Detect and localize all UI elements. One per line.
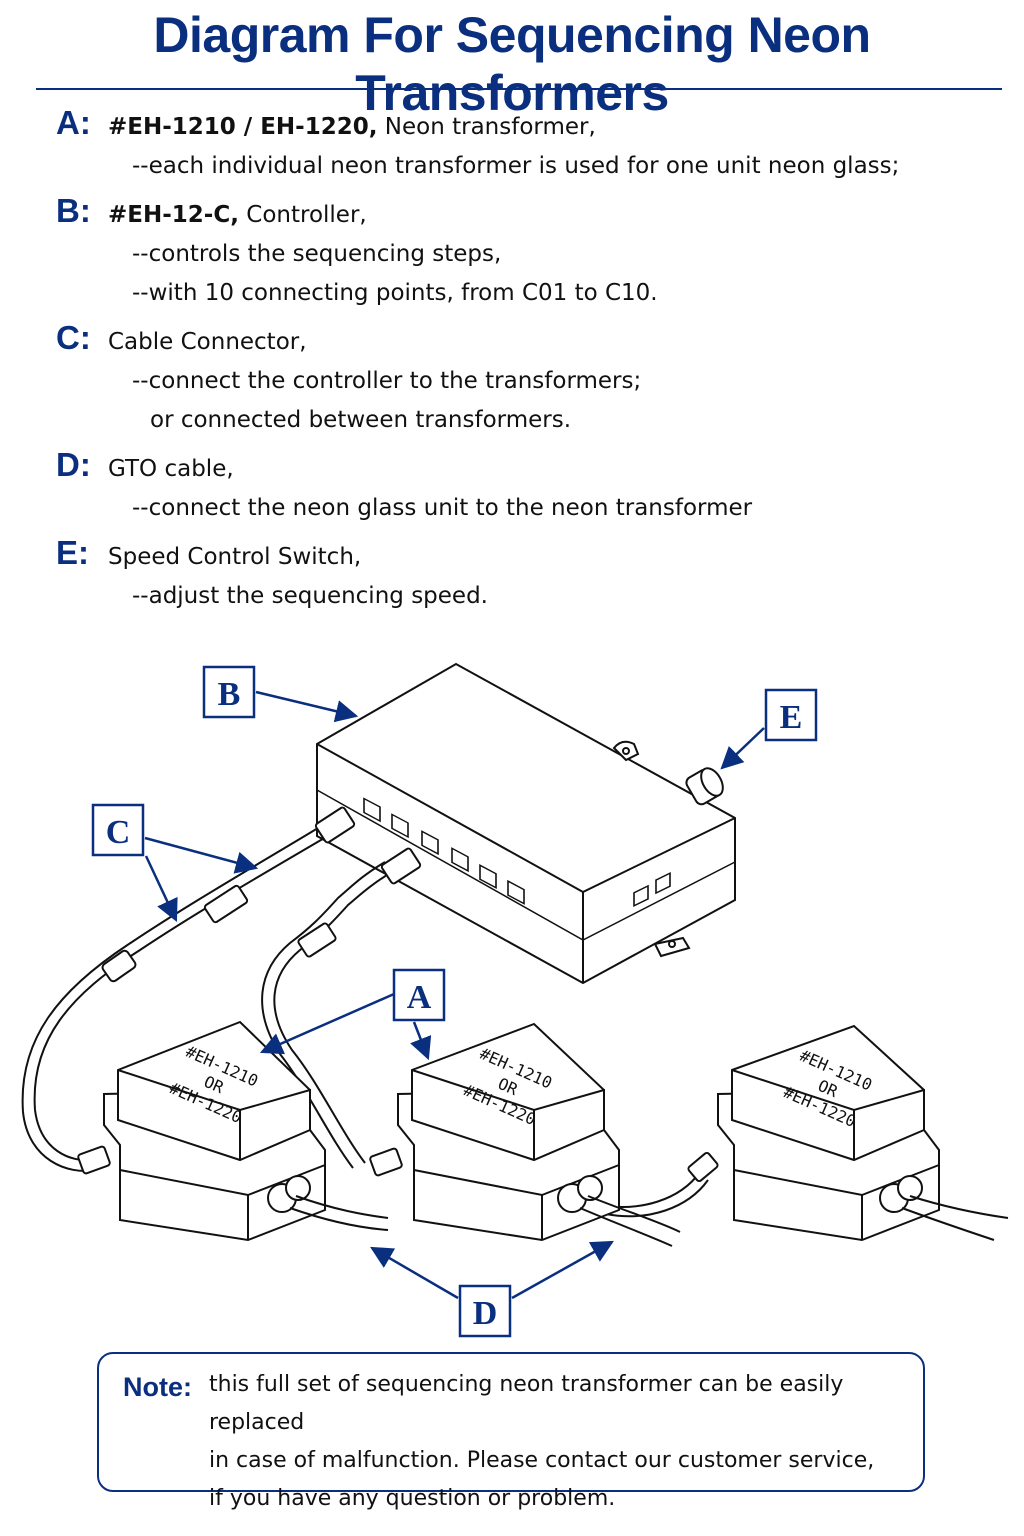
legend-key: B: (56, 192, 91, 229)
callout-e: E (720, 688, 818, 770)
legend-head: Speed Control Switch, (108, 538, 996, 577)
legend-name: Controller, (246, 202, 367, 228)
legend-desc: --with 10 connecting points, from C01 to… (132, 280, 658, 306)
legend: A: #EH-1210 / EH-1220, Neon transformer,… (56, 104, 996, 626)
callout-letter: D (473, 1295, 498, 1332)
note-line: this full set of sequencing neon transfo… (209, 1372, 844, 1435)
legend-name: GTO cable, (108, 456, 234, 482)
legend-item-b: B: #EH-12-C, Controller, --controls the … (56, 192, 996, 313)
legend-desc: or connected between transformers. (150, 407, 572, 433)
legend-key: A: (56, 104, 91, 141)
legend-key: C: (56, 319, 91, 356)
legend-item-a: A: #EH-1210 / EH-1220, Neon transformer,… (56, 104, 996, 186)
note-line: if you have any question or problem. (209, 1486, 616, 1511)
legend-head: Cable Connector, (108, 323, 996, 362)
callout-b: B (202, 665, 359, 723)
callout-letter: C (106, 814, 131, 851)
legend-key: D: (56, 446, 91, 483)
cable-between-transformers (599, 1151, 719, 1218)
legend-name: Cable Connector, (108, 329, 307, 355)
transformer-1 (77, 1020, 389, 1242)
speed-knob (685, 767, 724, 806)
legend-name: Neon transformer, (384, 114, 596, 140)
legend-name: Speed Control Switch, (108, 544, 362, 570)
legend-desc: --connect the controller to the transfor… (132, 368, 642, 394)
callout-a: A (259, 968, 446, 1061)
note-line: in case of malfunction. Please contact o… (209, 1448, 875, 1473)
note-text: this full set of sequencing neon transfo… (209, 1366, 909, 1518)
callout-c: C (91, 803, 259, 923)
callout-d: D (370, 1240, 614, 1338)
note-box: Note: this full set of sequencing neon t… (97, 1352, 925, 1511)
legend-desc: --controls the sequencing steps, (132, 241, 502, 267)
legend-code: #EH-12-C, (108, 202, 239, 228)
legend-key: E: (56, 534, 89, 571)
legend-item-d: D: GTO cable, --connect the neon glass u… (56, 446, 996, 528)
legend-item-c: C: Cable Connector, --connect the contro… (56, 319, 996, 440)
title-divider (36, 88, 1002, 90)
legend-head: GTO cable, (108, 450, 996, 489)
legend-desc: --connect the neon glass unit to the neo… (132, 495, 753, 521)
callout-letter: A (407, 979, 432, 1016)
transformer-2 (369, 1022, 681, 1247)
legend-desc: --each individual neon transformer is us… (132, 153, 900, 179)
transformer-3 (717, 1024, 1009, 1242)
legend-desc: --adjust the sequencing speed. (132, 583, 488, 609)
page-title: Diagram For Sequencing Neon Transformers (153, 7, 871, 121)
wiring-diagram: #EH-1210 OR #EH-1220 #EH-1210 OR #EH-122… (21, 662, 1009, 1338)
callout-letter: E (780, 699, 803, 736)
legend-item-e: E: Speed Control Switch, --adjust the se… (56, 534, 996, 616)
legend-head: #EH-1210 / EH-1220, Neon transformer, (108, 108, 996, 147)
cable-connector-c (21, 806, 356, 1172)
legend-head: #EH-12-C, Controller, (108, 196, 996, 235)
controller-box (316, 662, 736, 985)
note-label: Note: (123, 1372, 192, 1402)
legend-code: #EH-1210 / EH-1220, (108, 114, 378, 140)
controller-ports (363, 797, 671, 907)
callout-letter: B (218, 676, 241, 713)
